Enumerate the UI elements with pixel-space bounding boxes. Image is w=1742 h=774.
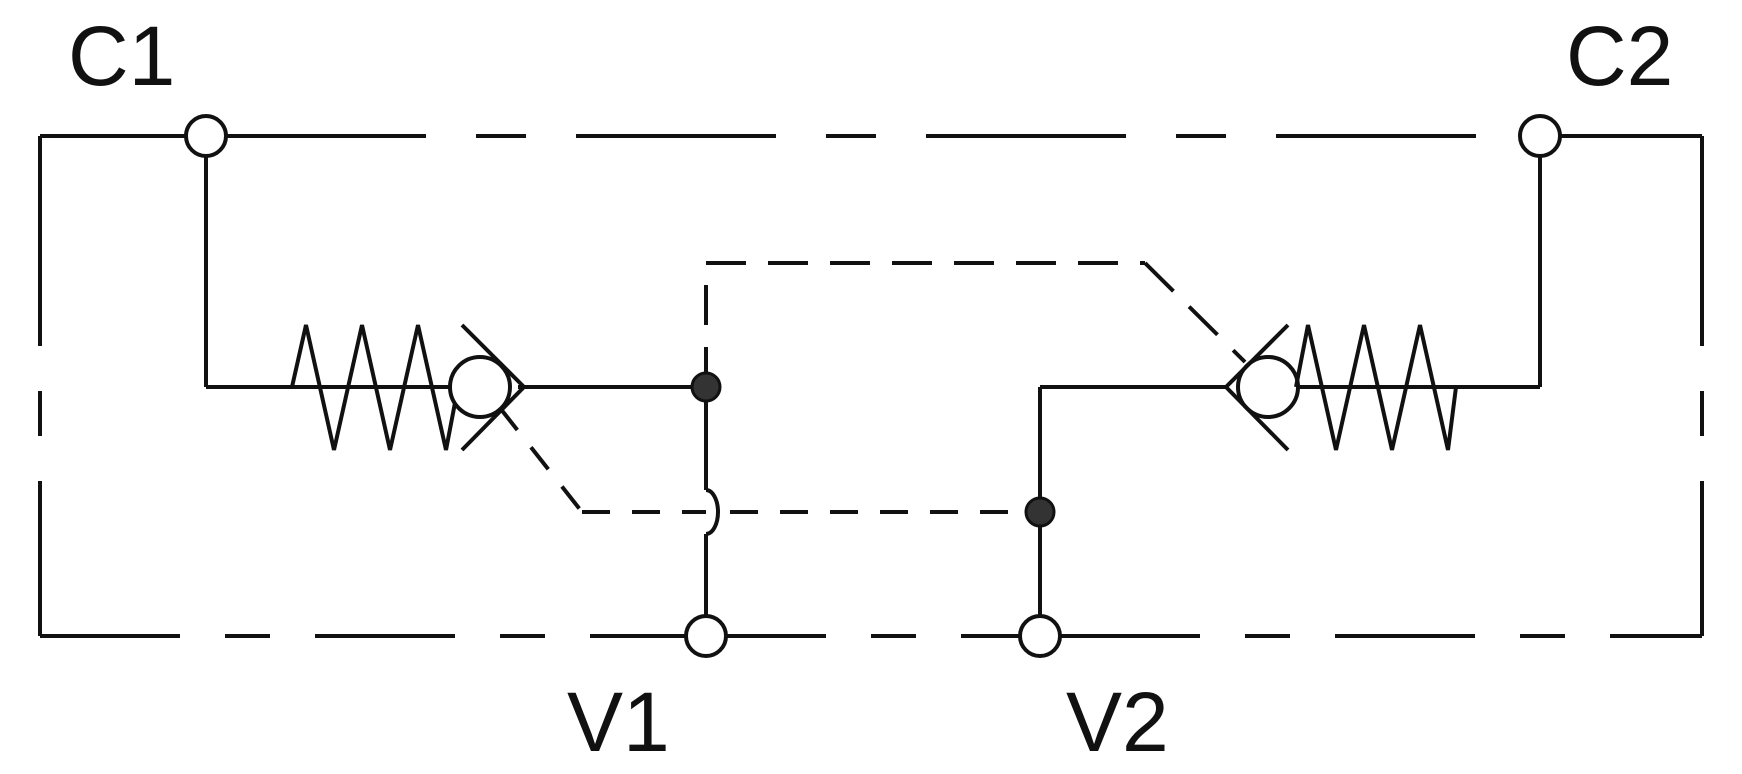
left-check-valve-ball [448,323,526,452]
port-label-v1: V1 [567,675,670,769]
v1-flow-line [704,387,720,616]
port-c1-connector [184,114,228,158]
right-spring [1294,324,1540,451]
port-c2-connector [1518,114,1562,158]
port-v1-connector [684,614,728,658]
right-check-valve-ball [1224,323,1300,452]
port-v2-connector [1018,614,1062,658]
left-spring [290,324,460,451]
junction-v2-dot [1024,496,1056,528]
right-pilot-line [704,261,1247,387]
port-label-c2: C2 [1566,9,1674,103]
junction-v1-dot [690,371,722,403]
left-pilot-line [498,406,1040,514]
v2-flow-line [1038,385,1226,616]
port-label-v2: V2 [1066,675,1169,769]
body-enclosure [38,134,1704,638]
c1-flow-line [204,156,706,389]
port-label-c1: C1 [68,9,176,103]
